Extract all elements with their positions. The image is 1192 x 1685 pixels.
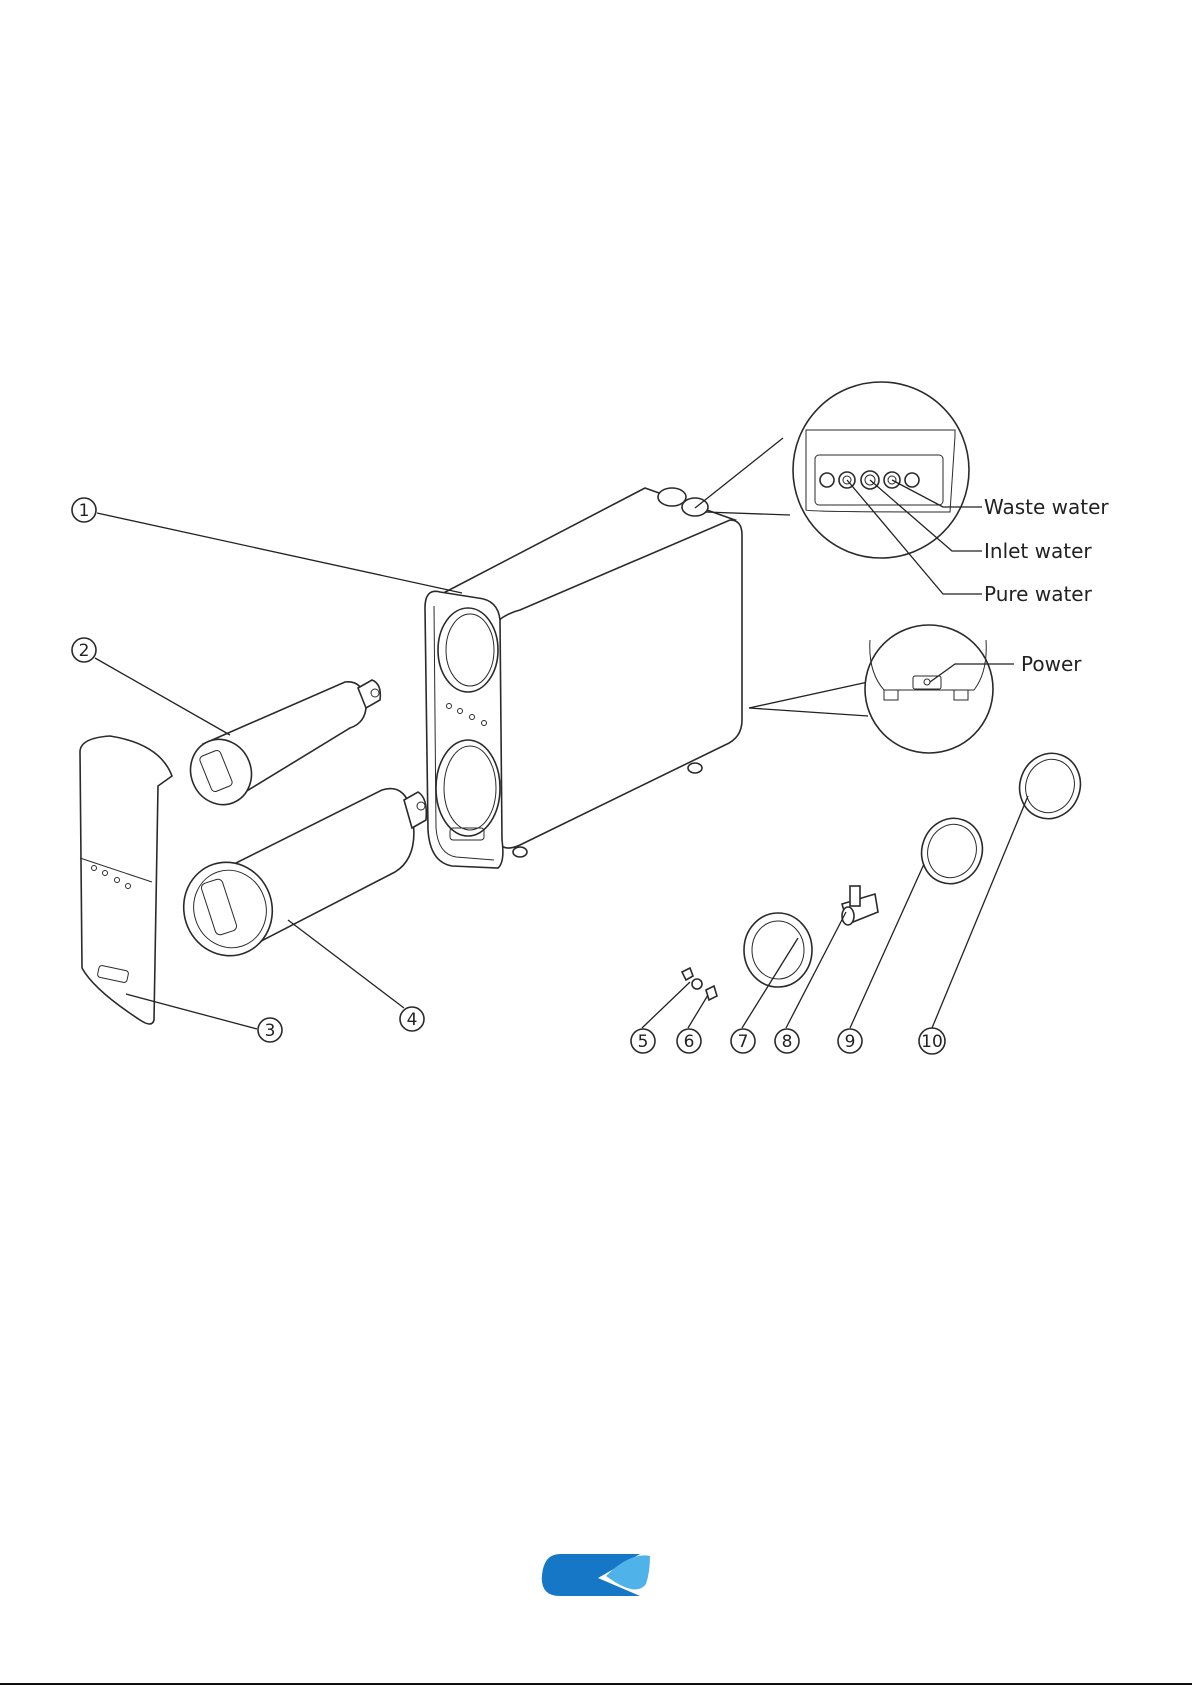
part-number-10: 10 — [921, 1032, 943, 1052]
front-cover — [80, 736, 172, 1024]
waste-water-label: Waste water — [984, 495, 1109, 519]
part-number-9: 9 — [845, 1032, 856, 1052]
connection-labels: Waste water Inlet water Pure water Power — [984, 495, 1109, 676]
large-filter-cartridge — [172, 789, 427, 968]
main-unit — [425, 488, 742, 868]
power-detail — [749, 625, 1014, 753]
part-number-3: 3 — [265, 1021, 276, 1041]
brand-logo — [542, 1554, 650, 1596]
small-filter-cartridge — [181, 680, 381, 814]
power-label: Power — [1021, 652, 1082, 676]
part-number-5: 5 — [638, 1032, 649, 1052]
part-number-4: 4 — [407, 1010, 418, 1030]
part-number-1: 1 — [79, 501, 90, 521]
part-number-8: 8 — [782, 1032, 793, 1052]
part-number-2: 2 — [79, 641, 90, 661]
inlet-water-label: Inlet water — [984, 539, 1092, 563]
pure-water-label: Pure water — [984, 582, 1093, 606]
small-parts — [682, 745, 1089, 1000]
part-number-7: 7 — [738, 1032, 749, 1052]
part-number-6: 6 — [684, 1032, 695, 1052]
